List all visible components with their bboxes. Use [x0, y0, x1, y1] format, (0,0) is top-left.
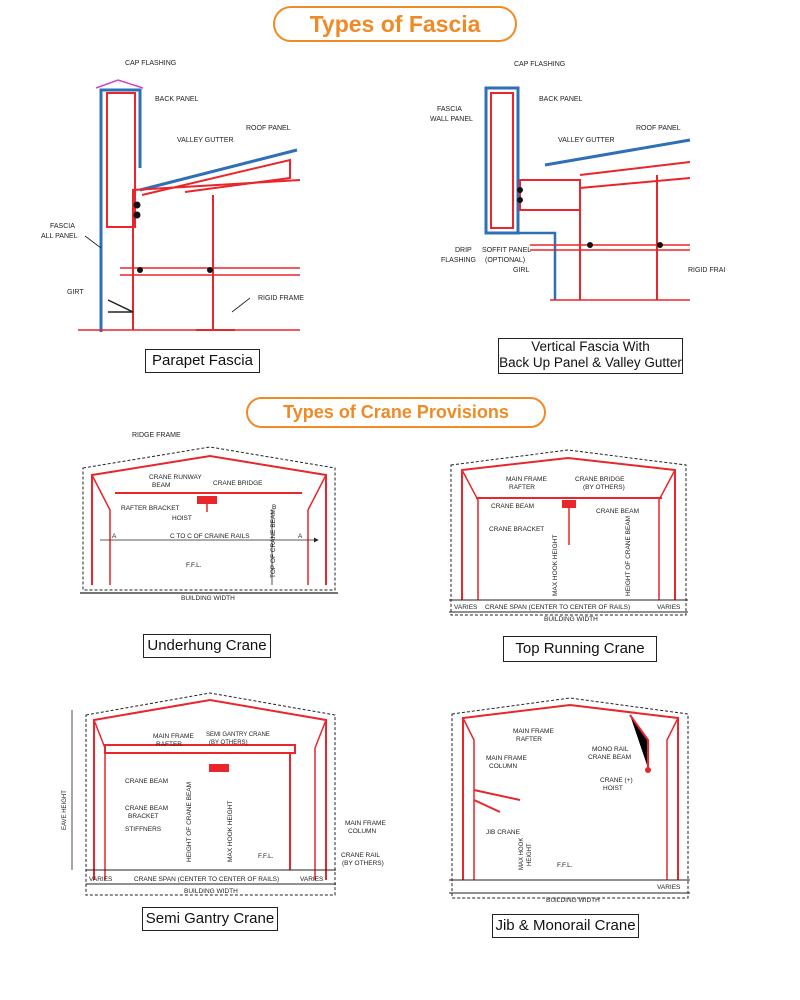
top-running-crane-caption: Top Running Crane — [503, 636, 657, 662]
drip-label-line1: DRIP — [455, 247, 472, 254]
tr-main-frame-line2: RAFTER — [509, 484, 535, 491]
top-of-beam-label: TOP OF CRANE BEAM — [270, 509, 277, 578]
rigid-frame-label: RIGID FRAME — [258, 295, 304, 302]
underhung-building-width-label: BUILDING WIDTH — [181, 595, 235, 602]
underhung-crane-diagram: RIDGE FRAME CRANE RUNWAY BEAM CRANE BRID… — [80, 432, 338, 602]
tr-bridge-line2: (BY OTHERS) — [583, 484, 625, 491]
semi-gantry-crane-caption: Semi Gantry Crane — [142, 907, 278, 931]
sg-varies-left-label: VARIES — [89, 876, 113, 883]
cap-flashing-label: CAP FLASHING — [125, 60, 176, 67]
jm-column-line1: MAIN FRAME — [486, 755, 527, 762]
sg-bracket-line2: BRACKET — [128, 813, 159, 820]
tr-bridge-line1: CRANE BRIDGE — [575, 476, 625, 483]
jm-main-frame-line1: MAIN FRAME — [513, 728, 554, 735]
eave-height-label: EAVE HEIGHT — [62, 790, 68, 830]
valley-gutter-label: VALLEY GUTTER — [177, 137, 234, 144]
rafter-bracket-label: RAFTER BRACKET — [121, 505, 180, 512]
sg-crane-span-label: CRANE SPAN (CENTER TO CENTER OF RAILS) — [134, 876, 279, 883]
soffit-label-line2: (OPTIONAL) — [485, 257, 525, 264]
girl-label: GIRL — [513, 267, 529, 274]
top-running-crane-diagram: MAIN FRAME RAFTER CRANE BRIDGE (BY OTHER… — [449, 449, 688, 623]
soffit-label-line1: SOFFIT PANEL — [482, 247, 531, 254]
v-fascia-label-line1: FASCIA — [437, 106, 462, 113]
sg-building-width-label: BUILDING WIDTH — [184, 888, 238, 895]
sg-main-frame-line2: RAFTER — [156, 741, 182, 748]
runway-label-line1: CRANE RUNWAY — [149, 474, 202, 481]
fascia-label-line2: ALL PANEL — [41, 233, 78, 240]
vertical-fascia-diagram: CAP FLASHING BACK PANEL FASCIA WALL PANE… — [430, 61, 725, 301]
parapet-fascia-caption: Parapet Fascia — [145, 349, 260, 373]
tr-crane-beam-right-label: CRANE BEAM — [596, 508, 639, 515]
vertical-fascia-caption-line2: Back Up Panel & Valley Gutter — [499, 355, 682, 370]
semi-gantry-crane-diagram: EAVE HEIGHT MAIN FRAME RAFTER SEMI GANTR… — [62, 692, 386, 896]
crane-bridge-label: CRANE BRIDGE — [213, 480, 263, 487]
runway-label-line2: BEAM — [152, 482, 170, 489]
c-to-c-label: C TO C OF CRAINE RAILS — [170, 533, 250, 540]
tr-max-hook-label: MAX HOOK HEIGHT — [552, 535, 559, 596]
ridge-frame-label: RIDGE FRAME — [132, 432, 181, 439]
tr-height-beam-label: HEIGHT OF CRANE BEAM — [625, 516, 632, 596]
jm-mono-line1: MONO RAIL — [592, 746, 629, 753]
jm-hoist-line2: HOIST — [603, 785, 623, 792]
a-left-label: A — [112, 533, 117, 540]
parapet-fascia-diagram: CAP FLASHING BACK PANEL VALLEY GUTTER RO… — [41, 60, 304, 332]
back-panel-label: BACK PANEL — [155, 96, 199, 103]
underhung-ffl-label: F.F.L. — [186, 562, 202, 569]
tr-crane-span-label: CRANE SPAN (CENTER TO CENTER OF RAILS) — [485, 604, 630, 611]
hoist-label: HOIST — [172, 515, 192, 522]
vertical-fascia-caption: Vertical Fascia With Back Up Panel & Val… — [498, 338, 683, 374]
fascia-label-line1: FASCIA — [50, 223, 75, 230]
roof-panel-label: ROOF PANEL — [246, 125, 291, 132]
jm-main-frame-line2: RAFTER — [516, 736, 542, 743]
drip-label-line2: FLASHING — [441, 257, 476, 264]
v-valley-gutter-label: VALLEY GUTTER — [558, 137, 615, 144]
jib-monorail-crane-caption: Jib & Monorail Crane — [492, 914, 639, 938]
sg-height-beam-label: HEIGHT OF CRANE BEAM — [186, 782, 193, 862]
v-cap-flashing-label: CAP FLASHING — [514, 61, 565, 68]
sg-bracket-line1: CRANE BEAM — [125, 805, 168, 812]
tr-varies-left-label: VARIES — [454, 604, 478, 611]
jm-max-hook-line2: HEIGHT — [527, 843, 533, 866]
v-fascia-label-line2: WALL PANEL — [430, 116, 473, 123]
jm-building-width-label: BUILDING WIDTH — [546, 897, 600, 904]
jib-crane-label: JIB CRANE — [486, 829, 521, 836]
sg-stiffners-label: STIFFNERS — [125, 826, 162, 833]
tr-crane-beam-left-label: CRANE BEAM — [491, 503, 534, 510]
b-label: B — [272, 504, 276, 511]
sg-main-frame-line1: MAIN FRAME — [153, 733, 194, 740]
a-right-label: A — [298, 533, 303, 540]
vertical-fascia-caption-line1: Vertical Fascia With — [531, 339, 650, 354]
tr-building-width-label: BUILDING WIDTH — [544, 616, 598, 623]
v-roof-panel-label: ROOF PANEL — [636, 125, 681, 132]
sg-gantry-line1: SEMI GANTRY CRANE — [206, 732, 270, 738]
v-rigid-frame-label: RIGID FRAI — [688, 267, 725, 274]
jib-monorail-crane-diagram: MAIN FRAME RAFTER MAIN FRAME COLUMN MONO… — [449, 697, 690, 904]
girt-label: GIRT — [67, 289, 84, 296]
tr-crane-bracket-label: CRANE BRACKET — [489, 526, 544, 533]
jm-hoist-line1: CRANE (+) — [600, 777, 633, 784]
sg-max-hook-label: MAX HOOK HEIGHT — [227, 801, 234, 862]
jm-mono-line2: CRANE BEAM — [588, 754, 631, 761]
crane-section-title: Types of Crane Provisions — [246, 397, 546, 428]
tr-varies-right-label: VARIES — [657, 604, 681, 611]
sg-rail-line1: CRANE RAIL — [341, 852, 380, 859]
jm-varies-label: VARIES — [657, 884, 681, 891]
sg-rail-line2: (BY OTHERS) — [342, 860, 384, 867]
underhung-crane-caption: Underhung Crane — [143, 634, 271, 658]
jm-column-line2: COLUMN — [489, 763, 517, 770]
sg-column-line1: MAIN FRAME — [345, 820, 386, 827]
sg-crane-beam-label: CRANE BEAM — [125, 778, 168, 785]
jm-max-hook-line1: MAX HOOK — [519, 838, 525, 870]
jm-ffl-label: F.F.L. — [557, 862, 573, 869]
tr-main-frame-line1: MAIN FRAME — [506, 476, 547, 483]
v-back-panel-label: BACK PANEL — [539, 96, 583, 103]
sg-varies-right-label: VARIES — [300, 876, 324, 883]
sg-ffl-label: F.F.L. — [258, 853, 274, 860]
sg-gantry-line2: (BY OTHERS) — [209, 740, 248, 746]
fascia-section-title: Types of Fascia — [273, 6, 517, 42]
sg-column-line2: COLUMN — [348, 828, 376, 835]
